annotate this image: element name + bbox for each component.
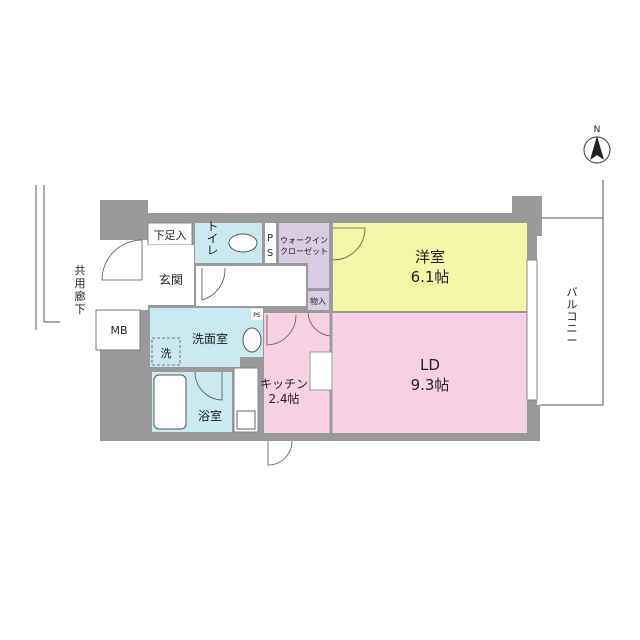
- north-label: N: [594, 125, 601, 135]
- stove-icon: [236, 410, 256, 430]
- shoe-storage-label: 下足入: [154, 229, 187, 242]
- hallway: [196, 266, 306, 306]
- western-room-size: 6.1帖: [411, 268, 450, 286]
- bathtub-icon: [153, 374, 187, 430]
- counter: [309, 351, 333, 391]
- ps-shaft: [265, 223, 276, 263]
- bath-door-swing[interactable]: [194, 371, 223, 401]
- wall-column-tl: [100, 200, 148, 240]
- svg-text:下: 下: [75, 303, 86, 316]
- washer-space: [151, 337, 181, 366]
- toilet-fixture: [228, 233, 258, 253]
- mb-area: [95, 309, 141, 351]
- western-room: [333, 223, 527, 311]
- front-door-swing[interactable]: [267, 440, 293, 466]
- ld-name: LD: [420, 356, 440, 374]
- ld-kitchen: [264, 313, 527, 433]
- mb-label: MB: [110, 324, 127, 337]
- corridor-lines: [35, 185, 60, 330]
- washer-label: 洗: [161, 347, 172, 360]
- washroom: [150, 308, 263, 367]
- entry-door-swing[interactable]: [101, 239, 143, 281]
- storage: [308, 291, 329, 310]
- ld-size: 9.3帖: [411, 376, 450, 394]
- ld-door-swing[interactable]: [266, 314, 297, 346]
- washroom-label: 洗面室: [192, 331, 228, 346]
- walk-in-closet: [279, 223, 329, 288]
- ps-label-s: S: [267, 248, 273, 259]
- north-arrow-icon: N: [583, 125, 611, 164]
- svg-text:用: 用: [75, 277, 86, 290]
- wic-label-1: ウォークイン: [280, 236, 328, 245]
- entry-door-area: [96, 240, 148, 310]
- balcony-label: バ ル コ ニ ー: [567, 286, 578, 347]
- entrance: [148, 245, 194, 305]
- toilet-door-swing[interactable]: [201, 267, 226, 301]
- western-door-swing[interactable]: [332, 227, 366, 261]
- storage-door-swing[interactable]: [307, 312, 331, 337]
- kitchen-name: キッチン: [260, 377, 308, 391]
- svg-text:共: 共: [75, 264, 86, 277]
- svg-text:コ: コ: [567, 310, 578, 323]
- ps-label-p: P: [267, 233, 273, 244]
- svg-text:ニ: ニ: [567, 322, 578, 335]
- common-corridor-label: 共 用 廊 下: [75, 264, 86, 316]
- svg-text:廊: 廊: [75, 289, 86, 303]
- balcony-window: [526, 259, 538, 401]
- svg-text:バ: バ: [567, 286, 578, 299]
- entrance-label: 玄関: [159, 272, 183, 287]
- bathroom-label: 浴室: [198, 408, 222, 423]
- sink-icon: [242, 327, 262, 353]
- western-room-name: 洋室: [415, 248, 445, 266]
- svg-text:ル: ル: [567, 298, 578, 311]
- balcony-outline: [540, 180, 604, 406]
- svg-text:ー: ー: [567, 334, 578, 347]
- storage-label: 物入: [310, 296, 326, 306]
- toilet-label: トイレ: [205, 220, 219, 256]
- ps-small-label: PS: [253, 312, 261, 319]
- kitchen-size: 2.4帖: [268, 391, 299, 406]
- ps-small: [251, 309, 263, 320]
- wic-label-2: クローゼット: [280, 246, 328, 256]
